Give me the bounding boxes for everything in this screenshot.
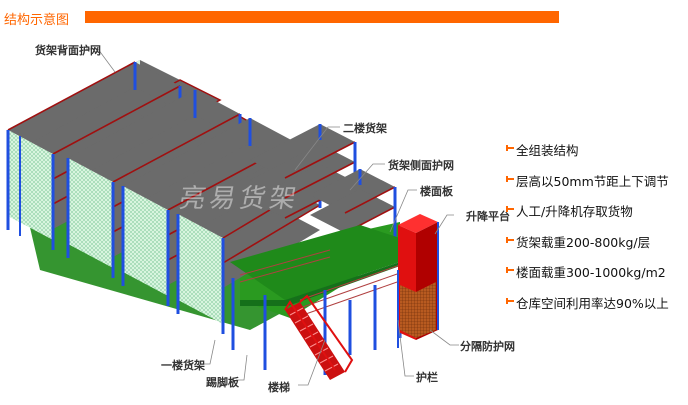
feature-item: 货架载重200-800kg/层 [506,232,686,263]
lift-tower [397,214,439,348]
label-kick-board: 踢脚板 [206,376,239,389]
section-title: 结构示意图 [4,13,70,28]
feature-item: 楼面载重300-1000kg/m2 [506,262,686,293]
label-lift-platform: 升降平台 [466,210,510,223]
label-second-floor-rack: 二楼货架 [343,122,387,135]
label-first-floor-rack: 一楼货架 [161,359,205,372]
orange-arrow-bullet-icon [506,175,514,183]
title-divider-bar [85,11,559,23]
structure-diagram: 亮易货架 货架背面护网 二楼货架 货架侧面护网 楼面板 升降平台 一楼货架 踢脚… [0,36,515,401]
feature-item: 层高以50mm节距上下调节 [506,171,686,202]
orange-arrow-bullet-icon [506,266,514,274]
label-staircase: 楼梯 [268,381,290,394]
feature-list: 全组装结构 层高以50mm节距上下调节 人工/升降机存取货物 货架载重200-8… [506,140,686,323]
orange-arrow-bullet-icon [506,236,514,244]
label-guardrail: 护栏 [416,371,438,384]
orange-arrow-bullet-icon [506,205,514,213]
staircase-graphic [284,294,354,380]
label-floor-panel: 楼面板 [420,185,453,198]
label-back-guard-net: 货架背面护网 [35,44,101,57]
feature-item: 全组装结构 [506,140,686,171]
brand-watermark: 亮易货架 [176,184,303,214]
feature-item: 人工/升降机存取货物 [506,201,686,232]
label-partition-guard-net: 分隔防护网 [460,340,515,353]
orange-arrow-bullet-icon [506,144,514,152]
feature-item: 仓库空间利用率达90%以上 [506,293,686,324]
rack-illustration [6,48,459,386]
orange-arrow-bullet-icon [506,297,514,305]
label-side-guard-net: 货架侧面护网 [388,159,454,172]
